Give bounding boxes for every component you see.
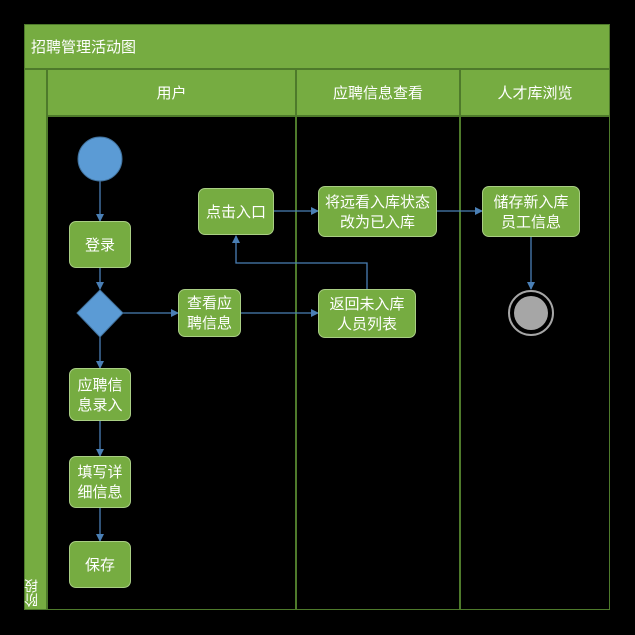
lane-header-talent-pool-label: 人才库浏览 xyxy=(497,84,573,102)
lane-header-user: 用户 xyxy=(47,69,296,116)
node-return-list-label: 返回未入库人员列表 xyxy=(329,294,405,333)
node-save-label: 保存 xyxy=(84,555,115,574)
node-fill-details: 填写详细信息 xyxy=(69,456,131,508)
decision-node xyxy=(76,289,124,338)
diagram-title: 招聘管理活动图 xyxy=(24,24,610,69)
edge-return-to-entry xyxy=(232,235,368,289)
node-store-info-label: 储存新入库员工信息 xyxy=(493,192,569,231)
node-change-status: 将远看入库状态改为已入库 xyxy=(318,186,437,237)
node-login: 登录 xyxy=(69,221,131,268)
diagram-title-text: 招聘管理活动图 xyxy=(31,38,137,56)
node-recruit-entry: 应聘信息录入 xyxy=(69,368,131,421)
end-node-inner xyxy=(514,296,548,330)
lane-header-recruit-view: 应聘信息查看 xyxy=(296,69,460,116)
node-view-recruit-label: 查看应聘信息 xyxy=(186,294,232,332)
node-view-recruit: 查看应聘信息 xyxy=(178,289,241,337)
node-entry-click: 点击入口 xyxy=(198,188,274,235)
node-fill-details-label: 填写详细信息 xyxy=(77,463,123,501)
node-save: 保存 xyxy=(69,541,131,588)
node-return-list: 返回未入库人员列表 xyxy=(318,289,416,338)
lane-header-user-label: 用户 xyxy=(156,84,187,102)
node-store-info: 储存新入库员工信息 xyxy=(482,186,580,237)
node-change-status-label: 将远看入库状态改为已入库 xyxy=(324,192,430,231)
node-recruit-entry-label: 应聘信息录入 xyxy=(77,375,123,414)
lane-header-recruit-view-label: 应聘信息查看 xyxy=(332,84,423,102)
stage-lane: 阶段 xyxy=(24,69,47,610)
lane-header-talent-pool: 人才库浏览 xyxy=(460,69,610,116)
node-login-label: 登录 xyxy=(84,235,115,254)
start-node xyxy=(77,136,123,182)
node-entry-click-label: 点击入口 xyxy=(205,202,266,221)
